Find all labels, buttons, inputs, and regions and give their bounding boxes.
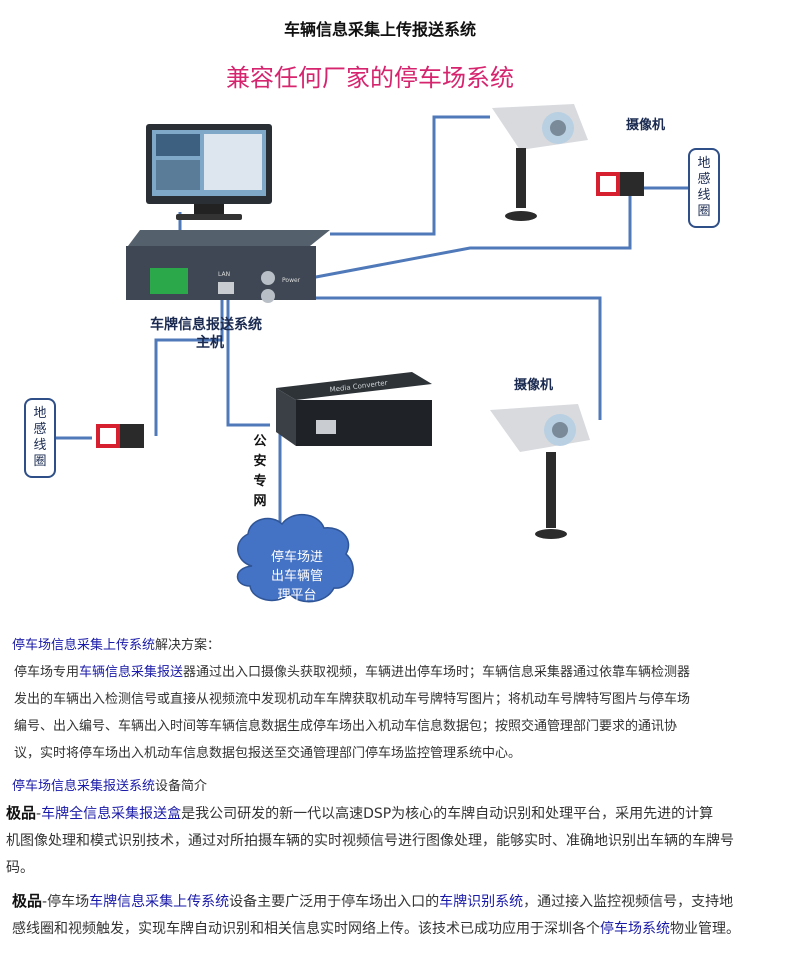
s1-link[interactable]: 车辆信息采集报送 [79,665,184,680]
media-converter-icon: Media Converter [276,372,432,446]
section2-block2: 极品-停车场车牌信息采集上传系统设备主要广泛用于停车场出入口的车牌识别系统，通过… [12,888,752,943]
section2-title-link[interactable]: 停车场信息采集报送系统 [12,779,156,794]
host-label-line2: 主机 [196,335,224,351]
b2-line2b: 物业管理。 [670,921,740,937]
vehicle-detector-icon-left [96,424,144,448]
cloud-icon [236,514,354,603]
cloud-line-3: 理平台 [277,588,317,603]
page-title: 车辆信息采集上传报送系统 [283,20,476,39]
section1-title-rest: 解决方案： [155,638,221,653]
connection-wires [52,115,688,528]
host-port-lan: LAN [218,271,230,278]
b2-link2[interactable]: 车牌识别系统 [439,894,524,910]
b2-line2a: 感线圈和视频触发，实现车牌自动识别和相关信息实时网络上传。该技术已成功应用于深圳… [12,921,600,937]
b1-dash: - [36,806,42,822]
system-diagram: LAN Power Media Converter [52,104,688,603]
host-label-line1: 车牌信息报送系统 [150,317,262,333]
monitor-icon [146,124,272,220]
camera-label-top: 摄像机 [626,118,666,133]
camera-icon-top [492,104,588,221]
section1-title: 停车场信息采集上传系统解决方案： [12,632,752,659]
b1-rest: 是我公司研发的新一代以高速DSP为核心的车牌自动识别和处理平台，采用先进的计算 [181,806,714,822]
b1-bold: 极品 [6,804,37,822]
s1-text-b: 器通过出入口摄像头获取视频，车辆进出停车场时；车辆信息采集器通过依靠车辆检测器 [183,665,691,680]
host-device-icon: LAN Power [126,230,330,303]
vehicle-detector-icon-right [596,172,644,196]
b1-line3: 码。 [6,860,34,876]
s1-line4: 议，实时将停车场出入机动车信息数据包报送至交通管理部门停车场监控管理系统中心。 [14,746,522,761]
ground-loop-left: 地感线圈 [24,398,56,478]
s1-line3: 编号、出入编号、车辆出入时间等车辆信息数据生成停车场出入机动车信息数据包；按照交… [14,719,678,734]
b2-text-c: ，通过接入监控视频信号，支持地 [523,894,734,910]
cloud-line-2: 出车辆管 [270,569,323,584]
diagram-headline: 兼容任何厂家的停车场系统 [226,64,514,92]
b2-link1[interactable]: 车牌信息采集上传系统 [89,894,230,910]
s1-line2: 发出的车辆出入检测信号或直接从视频流中发现机动车车牌获取机动车号牌特写图片；将机… [14,692,691,707]
b1-link[interactable]: 车牌全信息采集报送盒 [41,806,182,822]
host-port-power: Power [282,277,301,284]
camera-label-bottom: 摄像机 [514,378,554,393]
section1-paragraph: 停车场专用车辆信息采集报送器通过出入口摄像头获取视频，车辆进出停车场时；车辆信息… [12,659,752,767]
b2-bold: 极品 [12,892,43,910]
s1-text-a: 停车场专用 [14,665,80,680]
section2-title: 停车场信息采集报送系统设备简介 [12,773,752,800]
b1-line2: 机图像处理和模式识别技术，通过对所拍摄车辆的实时视频信号进行图像处理，能够实时、… [6,833,734,849]
section2-block1: 极品-车牌全信息采集报送盒是我公司研发的新一代以高速DSP为核心的车牌自动识别和… [6,800,752,882]
b2-text-a: -停车场 [42,894,90,910]
police-network-label: 公安专网 [253,434,267,509]
article-body: 停车场信息采集上传系统解决方案： 停车场专用车辆信息采集报送器通过出入口摄像头获… [6,632,752,943]
cloud-platform-label: 停车场进 出车辆管 理平台 [247,548,347,605]
b2-link3[interactable]: 停车场系统 [600,921,670,937]
cloud-line-1: 停车场进 [270,550,323,565]
ground-loop-right: 地感线圈 [688,148,720,228]
section2-title-rest: 设备简介 [155,779,208,794]
b2-text-b: 设备主要广泛用于停车场出入口的 [229,894,440,910]
section1-title-link[interactable]: 停车场信息采集上传系统 [12,638,156,653]
camera-icon-bottom [490,404,590,539]
